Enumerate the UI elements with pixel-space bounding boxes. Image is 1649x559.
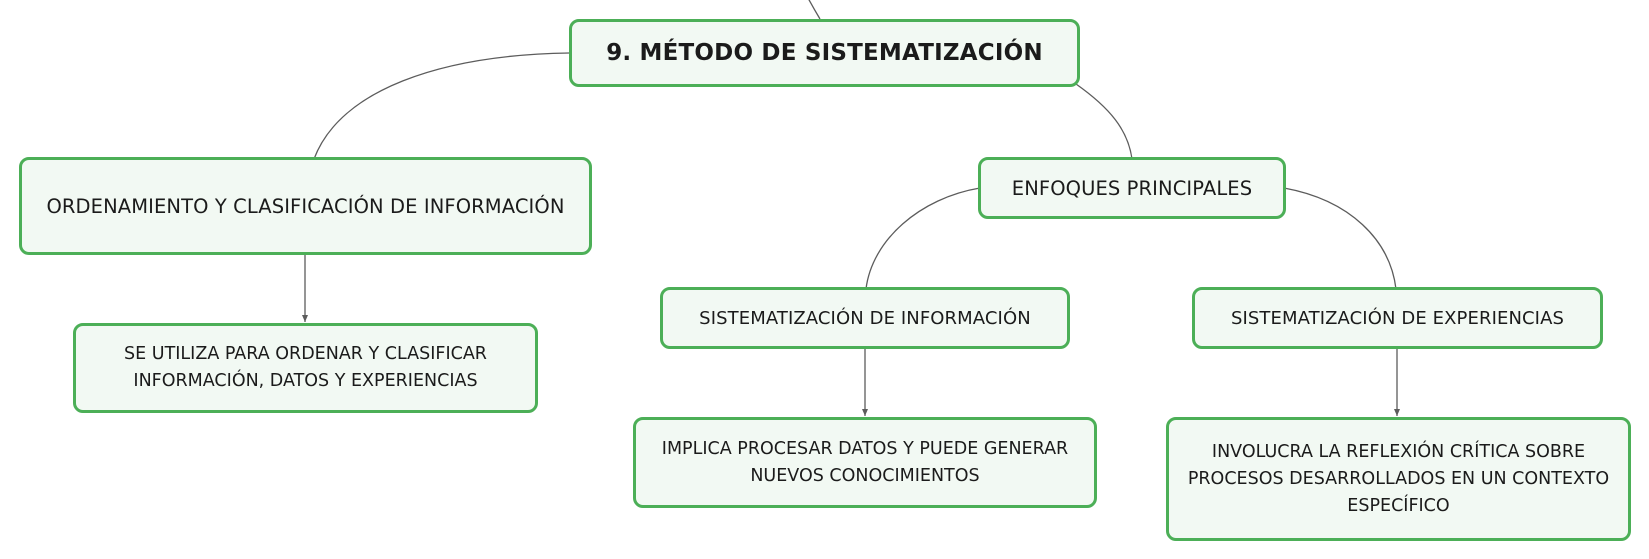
edge-root-to-ordenamiento: [313, 52, 570, 160]
edge-root-to-enfoques: [1075, 83, 1133, 160]
node-enfoques-label: ENFOQUES PRINCIPALES: [1011, 176, 1253, 200]
node-sis-experiencias-label: SISTEMATIZACIÓN DE EXPERIENCIAS: [1230, 307, 1565, 329]
node-root[interactable]: 9. MÉTODO DE SISTEMATIZACIÓN: [569, 19, 1080, 87]
edge-enfoques-to-sis-informacion: [865, 187, 981, 290]
node-sis-informacion-detail-label: IMPLICA PROCESAR DATOS Y PUEDE GENERAR N…: [661, 438, 1069, 486]
node-sis-informacion[interactable]: SISTEMATIZACIÓN DE INFORMACIÓN: [660, 287, 1070, 349]
edge-enfoques-to-sis-experiencias: [1283, 187, 1397, 290]
node-ordenamiento-detail-label: SE UTILIZA PARA ORDENAR Y CLASIFICAR INF…: [124, 344, 487, 391]
node-sis-experiencias-detail[interactable]: INVOLUCRA LA REFLEXIÓN CRÍTICA SOBRE PRO…: [1166, 417, 1631, 541]
node-ordenamiento[interactable]: ORDENAMIENTO Y CLASIFICACIÓN DE INFORMAC…: [19, 157, 592, 255]
node-ordenamiento-label: ORDENAMIENTO Y CLASIFICACIÓN DE INFORMAC…: [46, 194, 565, 218]
edge-incoming-to-root: [808, 0, 821, 20]
node-root-label: 9. MÉTODO DE SISTEMATIZACIÓN: [606, 40, 1043, 66]
node-sis-informacion-label: SISTEMATIZACIÓN DE INFORMACIÓN: [699, 307, 1031, 329]
node-sis-experiencias-detail-label: INVOLUCRA LA REFLEXIÓN CRÍTICA SOBRE PRO…: [1187, 441, 1610, 516]
node-sis-informacion-detail[interactable]: IMPLICA PROCESAR DATOS Y PUEDE GENERAR N…: [633, 417, 1097, 508]
node-ordenamiento-detail[interactable]: SE UTILIZA PARA ORDENAR Y CLASIFICAR INF…: [73, 323, 538, 413]
node-sis-experiencias[interactable]: SISTEMATIZACIÓN DE EXPERIENCIAS: [1192, 287, 1603, 349]
node-enfoques[interactable]: ENFOQUES PRINCIPALES: [978, 157, 1286, 219]
